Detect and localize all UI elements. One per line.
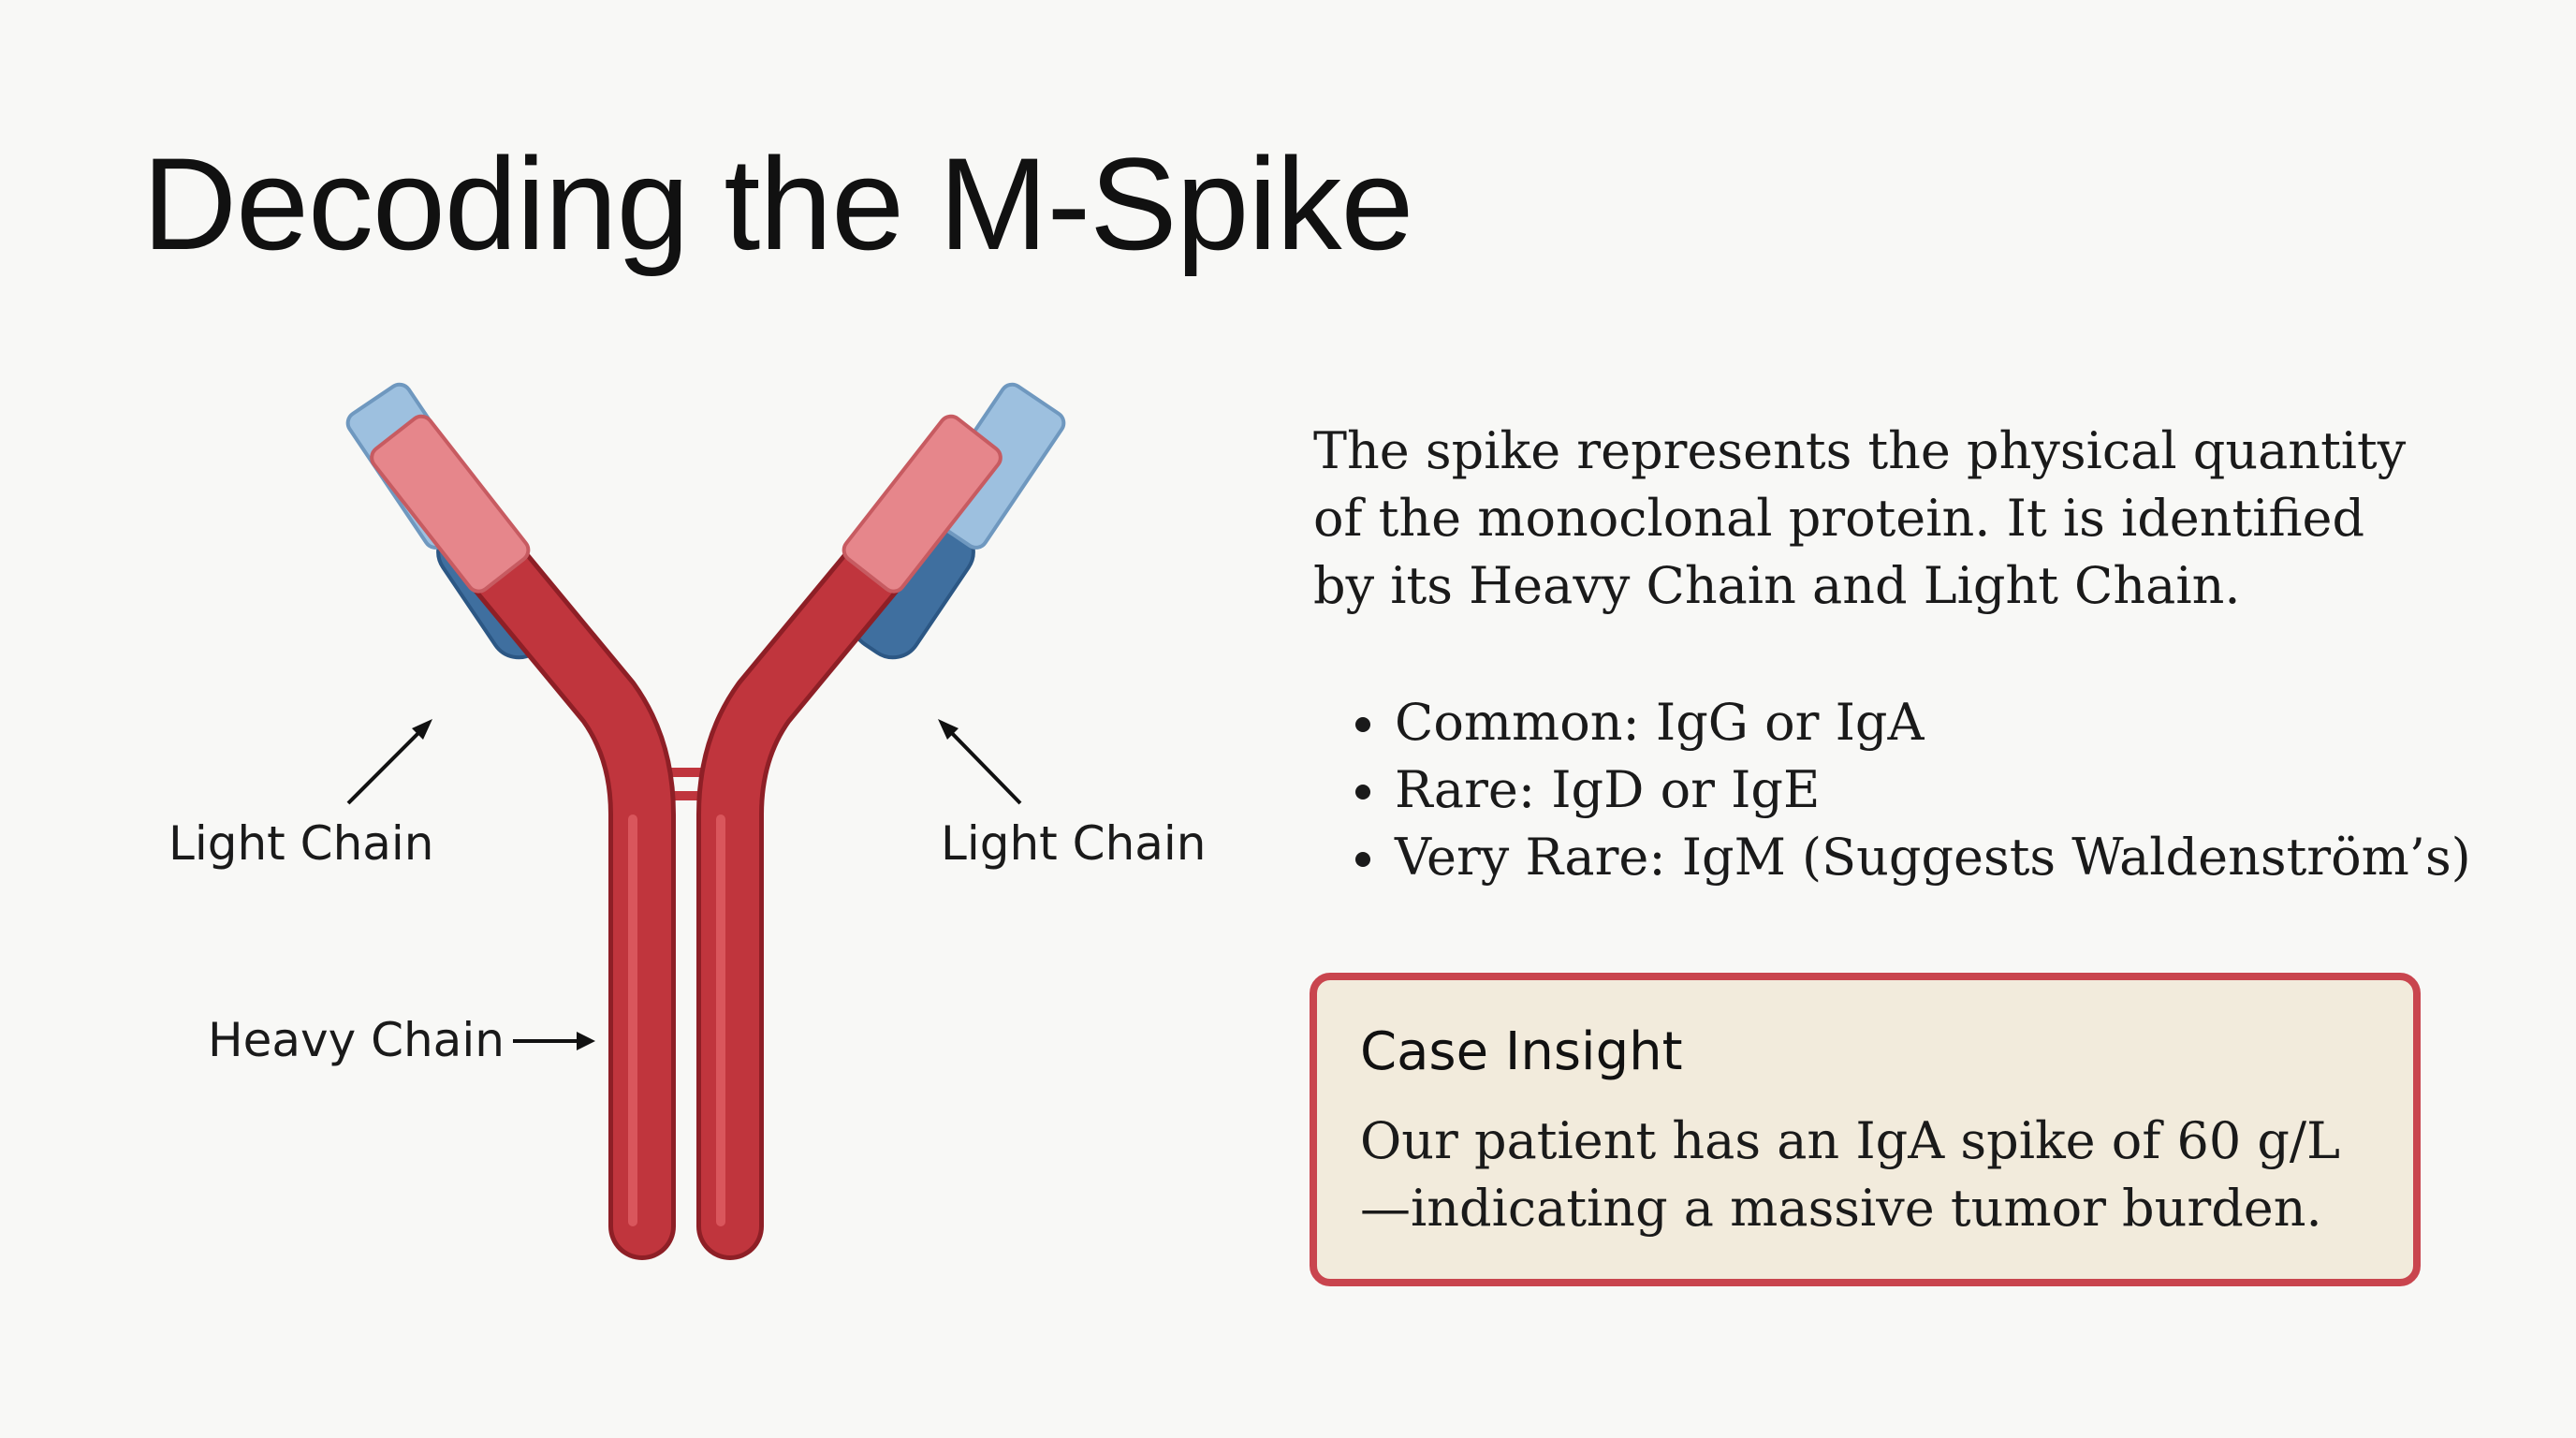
- left-heavy-chain: [370, 414, 676, 1260]
- label-heavy-chain: Heavy Chain: [208, 1013, 505, 1067]
- case-insight-text: Our patient has an IgA spike of 60 g/L—i…: [1360, 1111, 2340, 1238]
- arrow-heavy-chain: [513, 1032, 595, 1050]
- list-item: Common: IgG or IgA: [1355, 689, 2471, 756]
- disulfide-bridge: [655, 768, 717, 800]
- arrow-right-light-chain: [938, 719, 1022, 805]
- antibody-diagram: Light Chain Light Chain Heavy Chain: [168, 382, 1207, 1260]
- list-item: Rare: IgD or IgE: [1355, 756, 2471, 824]
- label-light-chain-right: Light Chain: [941, 816, 1207, 871]
- case-insight-heading: Case Insight: [1360, 1021, 1683, 1082]
- slide-title: Decoding the M-Spike: [142, 130, 1413, 277]
- right-heavy-chain: [696, 414, 1003, 1260]
- case-insight-box: Case Insight Our patient has an IgA spik…: [1310, 973, 2421, 1286]
- intro-paragraph: The spike represents the physical quanti…: [1313, 421, 2407, 615]
- list-item: Very Rare: IgM (Suggests Waldenström’s): [1355, 824, 2471, 891]
- immunoglobulin-type-list: Common: IgG or IgA Rare: IgD or IgE Very…: [1355, 689, 2471, 891]
- label-light-chain-left: Light Chain: [168, 816, 434, 871]
- arrow-left-light-chain: [346, 719, 432, 805]
